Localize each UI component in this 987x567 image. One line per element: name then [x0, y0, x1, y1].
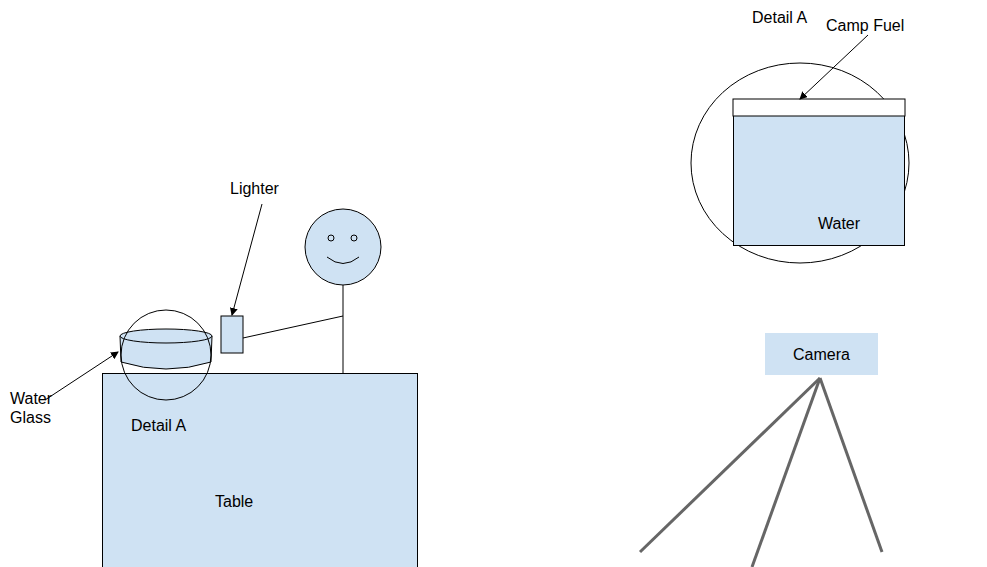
detail-circle: Detail AWater — [690, 62, 910, 264]
detail-outline — [691, 63, 909, 263]
detail-circle: Detail A — [120, 309, 212, 401]
figure-arm — [243, 316, 343, 338]
node-text: Detail A — [131, 416, 186, 435]
detail-outline — [120, 309, 212, 401]
figure-eye — [351, 235, 357, 241]
figure-smile — [327, 257, 359, 264]
node-text: Water — [818, 214, 860, 233]
figure-body — [343, 285, 344, 373]
lighter-symbol — [221, 316, 243, 353]
figure-eye — [328, 235, 334, 241]
tripod-leg — [752, 378, 820, 567]
water-box: Water — [733, 116, 905, 246]
part-label: Camp Fuel — [826, 16, 904, 35]
node-text: Camera — [793, 345, 850, 364]
camera-box: Camera — [765, 333, 878, 375]
tripod-leg — [640, 378, 820, 552]
table-box: Table — [102, 373, 418, 567]
tripod-leg — [820, 378, 882, 552]
detail-outline — [121, 310, 211, 400]
leader-line — [232, 204, 262, 315]
glass-rim — [120, 329, 212, 343]
fuel-layer — [733, 99, 905, 116]
leader-line — [800, 35, 868, 99]
part-label: Water Glass — [10, 389, 60, 427]
glass-body — [120, 336, 212, 369]
part-label: Lighter — [230, 179, 279, 198]
node-text: Table — [215, 492, 253, 511]
figure-head — [305, 209, 381, 285]
node-text: Detail A — [752, 8, 807, 27]
